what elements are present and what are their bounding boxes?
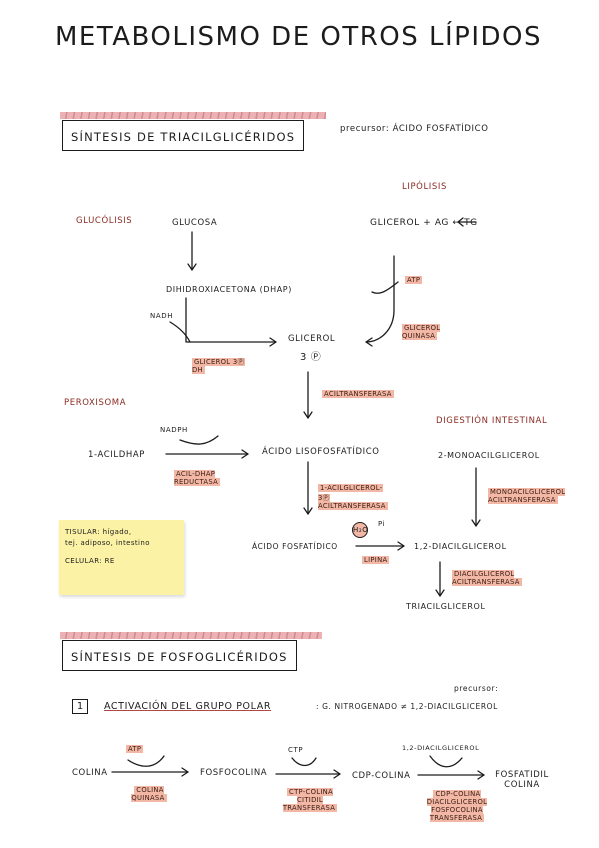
colina-quinasa-enzyme: COLINA QUINASA [131,786,167,802]
glucosa-label: GLUCOSA [172,218,218,228]
diacil-aciltrans-enzyme: DIACILGLICEROL ACILTRANSFERASA [452,570,522,586]
glicerol-ag-tg: GLICEROL + AG ← TG [370,218,478,228]
glicerol-quinasa-enzyme: GLICEROL QUINASA [402,324,441,340]
aciltransferasa-enzyme: ACILTRANSFERASA [322,390,394,398]
activacion-heading: ACTIVACIÓN DEL GRUPO POLAR [104,701,272,712]
monoacil-aciltrans-enzyme: MONOACILGLICEROL ACILTRANSFERASA [488,488,566,504]
page-title: METABOLISMO DE OTROS LÍPIDOS [55,22,543,52]
glicerol-3p-a: GLICEROL [288,334,336,344]
section-title-triacilgliceridos: SÍNTESIS DE TRIACILGLICÉRIDOS [62,120,305,151]
cdp-colina-label: CDP-COLINA [352,771,411,781]
monoacilglicerol-label: 2-MONOACILGLICEROL [438,451,540,460]
lipina-enzyme: LIPINA [362,556,390,564]
peroxisoma-label: PEROXISOMA [64,398,127,408]
ctp-label: CTP [288,746,304,754]
fosfocolina-label: FOSFOCOLINA [200,768,268,778]
dhap-label: DIHIDROXIACETONA (DHAP) [166,285,292,294]
cdp-transfer-enzyme: CDP-COLINA DIACILGLICEROL FOSFOCOLINA TR… [426,790,488,822]
acil-dhap-reductasa-enzyme: ACIL-DHAP REDUCTASA [174,470,221,486]
sticky-line-2: tej. adiposo, intestino [65,539,150,547]
activacion-rest: : G. NITROGENADO ≠ 1,2-DIACILGLICEROL [316,702,498,711]
pi-label: Pi [378,520,386,528]
glucolisis-label: GLUCÓLISIS [76,216,133,226]
lisofosfatidico-label: ÁCIDO LISOFOSFATÍDICO [262,447,380,457]
digestion-label: DIGESTIÓN INTESTINAL [436,416,548,426]
atp2-label: ATP [126,745,144,753]
diacil-top-label: 1,2-DIACILGLICEROL [402,744,480,752]
precursor-note: precursor: ÁCIDO FOSFATÍDICO [340,124,489,134]
step-number: 1 [72,699,88,714]
diacilglicerol-label: 1,2-DIACILGLICEROL [414,542,507,551]
nadph-label: NADPH [160,426,188,434]
h2o-label: H₂O [352,522,368,538]
sticky-line-3: CELULAR: RE [65,557,115,565]
lipolisis-label: LIPÓLISIS [402,182,447,192]
section-stripe-2 [60,632,322,639]
section-stripe [60,112,326,119]
acil-dhap-label: 1-ACILDHAP [88,450,146,460]
section-title-fosfogliceridos: SÍNTESIS DE FOSFOGLICÉRIDOS [62,640,297,671]
fosfatidil-label: FOSFATIDIL COLINA [495,770,549,790]
sticky-line-1: TISULAR: hígado, [65,528,132,536]
nadh-label: NADH [150,312,174,320]
glicerol-3p-b: 3 Ⓟ [300,352,322,363]
atp-label: ATP [405,276,423,284]
colina-label: COLINA [72,768,108,778]
ctp-citidil-enzyme: CTP-COLINA CITIDIL TRANSFERASA [282,788,338,812]
precursor2-label: precursor: [454,684,499,693]
triacilglicerol-label: TRIACILGLICEROL [406,602,486,611]
fosfatidico-label: ÁCIDO FOSFATÍDICO [252,542,338,551]
glicerol3p-dh-enzyme: GLICEROL 3Ⓟ DH [192,358,245,374]
acilglicerol3p-enzyme: 1-ACILGLICEROL-3Ⓟ ACILTRANSFERASA [318,484,388,510]
sticky-note: TISULAR: hígado, tej. adiposo, intestino… [59,520,184,595]
